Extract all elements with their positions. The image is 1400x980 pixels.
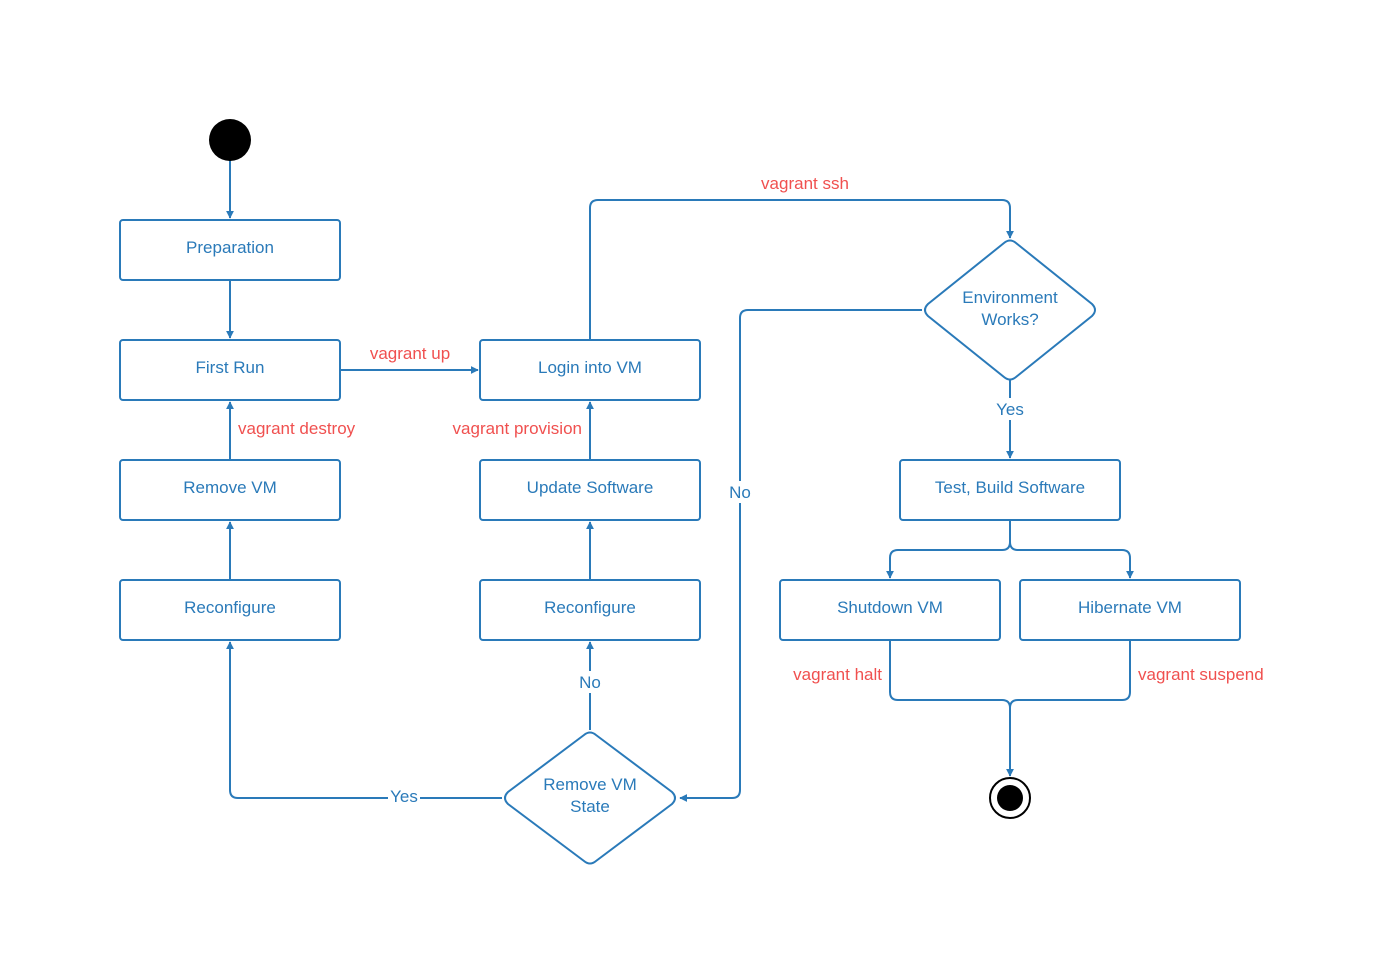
node-update-software[interactable]: Update Software: [479, 459, 701, 521]
branch-state-no-label: No: [579, 673, 601, 692]
decision-remove-vm-state[interactable]: Remove VM State: [504, 731, 676, 865]
branch-env-yes-label: Yes: [996, 400, 1024, 419]
node-first-run[interactable]: First Run: [119, 339, 341, 401]
command-vagrant-destroy: vagrant destroy: [238, 419, 356, 438]
command-vagrant-halt: vagrant halt: [793, 665, 882, 684]
node-remove-vm-label: Remove VM: [183, 478, 277, 497]
node-preparation[interactable]: Preparation: [119, 219, 341, 281]
branch-env-no-label: No: [729, 483, 751, 502]
node-hibernate-vm-label: Hibernate VM: [1078, 598, 1182, 617]
node-login-vm-label: Login into VM: [538, 358, 642, 377]
command-vagrant-provision: vagrant provision: [453, 419, 582, 438]
node-update-software-label: Update Software: [527, 478, 654, 497]
node-reconfigure-mid-label: Reconfigure: [544, 598, 636, 617]
node-shutdown-vm[interactable]: Shutdown VM: [779, 579, 1001, 641]
branch-env-yes: Yes: [993, 398, 1027, 420]
edge-login-environment: [589, 199, 1014, 340]
edge-test-hibernate: [1009, 541, 1134, 579]
edge-hibernate-end: [1009, 640, 1131, 709]
edge-state-yes-reconfigure: [226, 641, 502, 799]
edge-shutdown-end: [889, 640, 1014, 777]
branch-env-no: No: [727, 481, 753, 503]
branch-state-no: No: [577, 671, 603, 693]
node-test-build[interactable]: Test, Build Software: [899, 459, 1121, 521]
node-reconfigure-left-label: Reconfigure: [184, 598, 276, 617]
initial-node-icon: [209, 119, 251, 161]
decision-environment-works-line2: Works?: [981, 310, 1038, 329]
edge-test-shutdown: [886, 520, 1011, 579]
branch-state-yes-label: Yes: [390, 787, 418, 806]
node-preparation-label: Preparation: [186, 238, 274, 257]
command-vagrant-up: vagrant up: [370, 344, 450, 363]
decision-remove-vm-state-line1: Remove VM: [543, 775, 637, 794]
node-login-vm[interactable]: Login into VM: [479, 339, 701, 401]
final-node-icon: [989, 777, 1031, 819]
decision-remove-vm-state-line2: State: [570, 797, 610, 816]
node-first-run-label: First Run: [196, 358, 265, 377]
command-vagrant-ssh: vagrant ssh: [761, 174, 849, 193]
node-reconfigure-left[interactable]: Reconfigure: [119, 579, 341, 641]
edge-env-no-state: [679, 309, 922, 802]
node-hibernate-vm[interactable]: Hibernate VM: [1019, 579, 1241, 641]
node-shutdown-vm-label: Shutdown VM: [837, 598, 943, 617]
node-reconfigure-mid[interactable]: Reconfigure: [479, 579, 701, 641]
command-vagrant-suspend: vagrant suspend: [1138, 665, 1264, 684]
node-test-build-label: Test, Build Software: [935, 478, 1085, 497]
decision-environment-works-line1: Environment: [962, 288, 1058, 307]
decision-environment-works[interactable]: Environment Works?: [924, 239, 1096, 381]
node-remove-vm[interactable]: Remove VM: [119, 459, 341, 521]
branch-state-yes: Yes: [388, 786, 420, 808]
edges: [226, 160, 1134, 802]
